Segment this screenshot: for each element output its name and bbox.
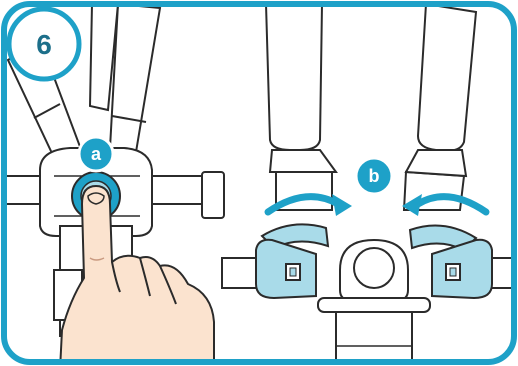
left-clamp <box>255 223 330 300</box>
step-number-badge: 6 <box>6 6 82 82</box>
callout-a-label: a <box>91 144 102 164</box>
rotate-arrow-icon <box>402 193 490 216</box>
pointing-finger-icon <box>59 185 215 362</box>
rotate-arrow-icon <box>264 193 352 216</box>
center-hub <box>317 238 431 362</box>
callout-b-label: b <box>369 166 380 186</box>
callout-a: a <box>77 135 115 173</box>
callout-b: b <box>354 156 394 196</box>
right-illustration <box>221 4 514 362</box>
right-clamp <box>408 224 493 300</box>
step-number: 6 <box>36 29 52 60</box>
left-illustration <box>5 4 225 362</box>
